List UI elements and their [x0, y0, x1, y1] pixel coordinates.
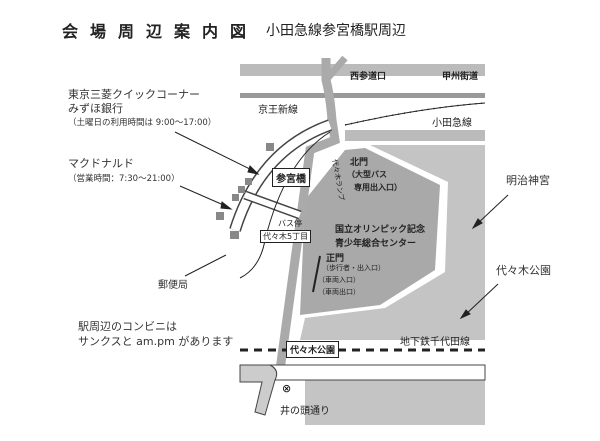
mcd-label: マクドナルド — [68, 157, 134, 170]
road-odakyu-side — [345, 130, 485, 141]
nishisando-label: 西参道口 — [350, 72, 387, 82]
koshu-kaido-label: 甲州街道 — [442, 72, 479, 82]
seimon-marker — [312, 255, 321, 293]
bank-label: 東京三菱クイックコーナー — [68, 88, 200, 101]
road-vertical — [275, 58, 340, 371]
north-gate-label: 北門 — [350, 158, 369, 168]
meiji-jingu-area — [300, 145, 485, 340]
arrow-post — [184, 254, 227, 277]
olympic-center-label-2: 青少年総合センター — [335, 239, 417, 249]
main-gate-vehicle-in: （車両入口） — [318, 276, 360, 284]
sanguubashi-station: 参宮橋 — [272, 168, 310, 187]
post-office-icon — [230, 231, 239, 239]
arrow-mcd — [179, 185, 229, 208]
road-branch — [323, 55, 348, 83]
arrow-yoyogi — [463, 283, 499, 317]
yoyogi-park-label: 代々木公園 — [496, 264, 551, 277]
arrow-bank — [174, 131, 257, 173]
bus-stop-label: バス停 — [278, 219, 302, 228]
main-gate-vehicle-out: （車両出口） — [318, 288, 360, 296]
police-icon: ⊗ — [282, 382, 291, 395]
convenience-note-1: 駅周辺のコンビニは — [78, 320, 177, 333]
page-subtitle: 小田急線参宮橋駅周辺 — [266, 23, 406, 39]
meiji-jingu-label: 明治神宮 — [506, 174, 550, 187]
road-keio — [240, 93, 485, 98]
bank-hours: （土曜日の利用時間は 9:00〜17:00） — [68, 118, 217, 128]
yoyogi-5chome-stop: 代々木5丁目 — [260, 230, 312, 243]
chiyoda-line-label: 地下鉄千代田線 — [400, 337, 470, 348]
mcd-hours: （営業時間：7:30〜21:00） — [68, 174, 180, 184]
post-office-label: 郵便局 — [158, 280, 188, 291]
odakyu-line-label: 小田急線 — [432, 118, 472, 129]
yoyogi-koen-station: 代々木公園 — [286, 341, 340, 358]
inokashira-dori-label: 井の頭通り — [280, 406, 330, 417]
arrow-meiji — [475, 194, 509, 226]
road-koshu-kaido — [240, 64, 485, 76]
north-gate-sub1: （大型バス — [347, 170, 387, 179]
page-title: 会場周辺案内図 — [62, 22, 259, 41]
north-gate-sub2: 専用出入口） — [354, 183, 402, 192]
park-bottom — [305, 380, 485, 425]
main-gate-pedestrian: （歩行者・出入口） — [322, 264, 385, 272]
olympic-center-area — [300, 148, 440, 315]
keio-line-label: 京王新線 — [258, 105, 298, 116]
convenience-note-2: サンクスと am.pm があります — [78, 335, 234, 348]
railway-curve — [239, 131, 331, 279]
main-gate-label: 正門 — [326, 254, 345, 264]
bank-label-2: みずほ銀行 — [68, 102, 123, 115]
olympic-center-label-1: 国立オリンピック記念 — [335, 225, 426, 235]
restaurant-icons — [216, 143, 274, 220]
